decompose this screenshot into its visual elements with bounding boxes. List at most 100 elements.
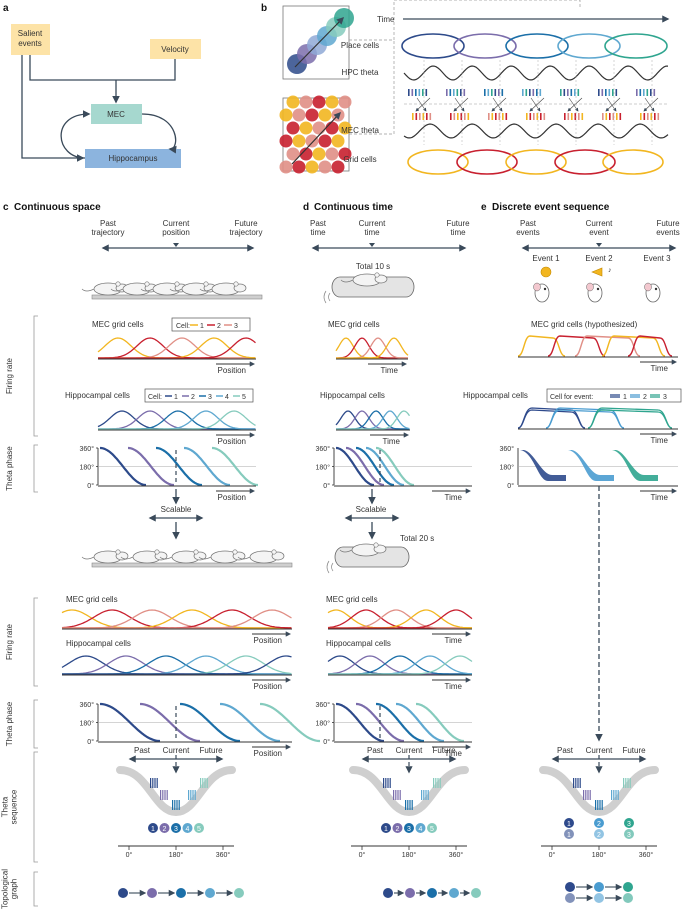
grid-field-circle xyxy=(286,95,300,109)
axis-label: Position xyxy=(218,493,246,502)
event-label: Event 1 xyxy=(532,254,560,263)
mec-box xyxy=(91,104,142,124)
phase-arrow xyxy=(492,97,503,112)
d-mec-grid-label: MEC grid cells xyxy=(328,320,380,329)
place-cells-label: Place cells xyxy=(341,41,379,50)
graph-node xyxy=(205,888,215,898)
phase-curve xyxy=(220,702,280,743)
mouse-ear xyxy=(373,542,379,548)
c-phase-plot-2: 360°180°0°Position xyxy=(80,701,320,758)
seq-spike xyxy=(575,778,577,788)
d-scalable-arrows xyxy=(344,489,400,540)
seq-spike xyxy=(577,778,579,788)
salient-label-2: events xyxy=(18,39,42,48)
event-cell-curve xyxy=(545,409,625,429)
seq-spike xyxy=(200,778,202,788)
spike xyxy=(449,89,452,96)
row-bracket xyxy=(33,871,38,907)
tuning-curve xyxy=(62,609,292,629)
spike xyxy=(616,113,618,120)
phase-tick: 180° xyxy=(500,464,515,472)
seq-spike xyxy=(423,790,425,800)
spike xyxy=(408,89,410,96)
spike xyxy=(460,113,463,120)
mouse-ear xyxy=(233,281,239,287)
spike xyxy=(612,113,615,120)
seq-cell-dot xyxy=(564,829,574,839)
seq-spike xyxy=(623,778,625,788)
phase-tick: 0° xyxy=(87,482,94,490)
row-bracket xyxy=(33,597,38,687)
legend-num: 3 xyxy=(234,323,238,330)
mouse-tail xyxy=(199,288,213,292)
seq-spike xyxy=(613,790,615,800)
graph-node xyxy=(623,893,633,903)
spike xyxy=(601,89,604,96)
spike xyxy=(488,113,490,120)
current-marker xyxy=(173,243,179,247)
seq-spike xyxy=(150,778,152,788)
tuning-curve xyxy=(98,337,256,359)
hippocampus-label: Hippocampus xyxy=(109,154,158,163)
place-oval xyxy=(401,33,465,59)
graph-node xyxy=(623,882,633,892)
spike xyxy=(543,113,546,120)
mouse-ear xyxy=(374,272,380,278)
axis-label: Position xyxy=(254,636,282,645)
phase-curve xyxy=(128,446,174,487)
event-phase-band xyxy=(520,450,566,481)
e-phase-plot: 360°180°0°Time xyxy=(500,445,678,502)
d-grid-curves-2: Time xyxy=(327,609,473,645)
seq-tick: 180° xyxy=(402,851,417,859)
seq-cell-dot xyxy=(594,818,604,828)
grid-step-curve xyxy=(547,335,606,357)
grid-field-circle xyxy=(325,121,339,135)
row-label: Theta phase xyxy=(5,701,14,746)
mouse-ear xyxy=(203,281,209,287)
seq-spike xyxy=(573,778,575,788)
row-bracket xyxy=(33,699,38,749)
phase-arrow xyxy=(454,97,465,112)
seq-cell-dot xyxy=(624,818,634,828)
seq-cell-num: 3 xyxy=(174,826,178,833)
spike xyxy=(532,89,535,96)
spike xyxy=(578,113,580,120)
hippocampus-box xyxy=(85,149,181,168)
d-grid-curves-1: Time xyxy=(335,337,409,375)
mouse-ear xyxy=(271,549,277,555)
seq-future: Future xyxy=(199,746,223,755)
panel-e-title: Discrete event sequence xyxy=(492,202,610,213)
spike xyxy=(653,89,656,96)
current-marker xyxy=(369,243,375,247)
event-1-icon xyxy=(540,266,552,278)
axis-label: Time xyxy=(445,493,463,502)
d-mec-grid-label-2: MEC grid cells xyxy=(326,595,378,604)
theta-trough xyxy=(349,766,469,817)
axis-label: Time xyxy=(445,636,463,645)
spike xyxy=(429,113,432,120)
e-topological-graph xyxy=(565,882,633,903)
spike xyxy=(529,113,532,120)
graph-node xyxy=(234,888,244,898)
phase-arrow xyxy=(529,97,545,112)
seq-spike xyxy=(435,778,437,788)
seq-spike xyxy=(172,800,174,810)
panel-e: e Discrete event sequence PasteventsCurr… xyxy=(463,202,682,903)
current-marker xyxy=(596,243,602,247)
mouse-tail xyxy=(140,288,154,292)
seq-spike xyxy=(421,790,423,800)
grid-field-circle xyxy=(325,147,339,161)
c-topological-graph xyxy=(118,888,244,898)
panel-d-title: Continuous time xyxy=(314,202,393,213)
seq-cell-dot xyxy=(415,823,426,833)
seq-spike xyxy=(178,800,180,810)
axis-label: Position xyxy=(254,682,282,691)
seq-spike xyxy=(154,778,156,788)
current-label: Current xyxy=(586,219,613,228)
phase-curve xyxy=(184,446,230,487)
seq-spike xyxy=(595,800,597,810)
phase-tick: 0° xyxy=(323,738,330,746)
